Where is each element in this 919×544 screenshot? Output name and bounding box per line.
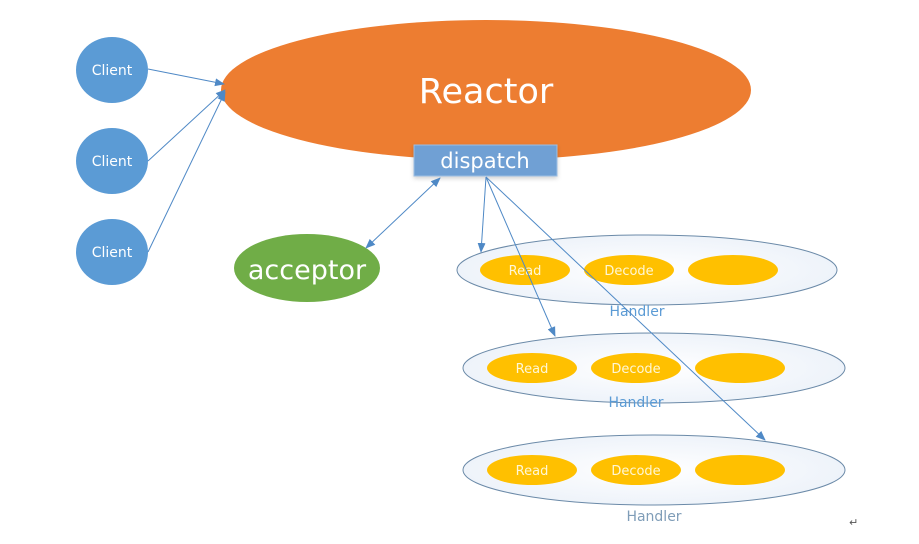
handler-group: Read Decode Handler xyxy=(462,434,846,525)
reactor-label: Reactor xyxy=(419,72,554,112)
step-blank xyxy=(695,455,785,485)
dispatch-to-handler-arrow xyxy=(485,176,766,441)
dispatch-to-handler-arrow xyxy=(485,176,556,337)
step-label: Read xyxy=(509,264,542,279)
step-read xyxy=(487,353,577,383)
client-to-reactor-arrow xyxy=(147,91,226,253)
handler-group: Read Decode Handler xyxy=(456,234,838,320)
paragraph-mark: ↵ xyxy=(849,516,858,529)
step-decode xyxy=(584,255,674,285)
client-to-reactor-arrow xyxy=(147,68,225,87)
client-node: Client xyxy=(76,219,148,285)
step-decode xyxy=(591,455,681,485)
dispatch-to-handler-arrow xyxy=(477,176,487,253)
handler-label: Handler xyxy=(608,395,663,411)
client-node: Client xyxy=(76,128,148,194)
handler-group: Read Decode Handler xyxy=(462,332,846,411)
step-read xyxy=(487,455,577,485)
step-read xyxy=(480,255,570,285)
step-decode xyxy=(591,353,681,383)
step-blank xyxy=(695,353,785,383)
step-label: Decode xyxy=(611,362,660,377)
dispatch-label: dispatch xyxy=(440,149,529,173)
step-label: Decode xyxy=(611,464,660,479)
step-label: Read xyxy=(516,362,549,377)
dispatch-box xyxy=(413,144,558,177)
client-to-reactor-arrow xyxy=(147,89,226,162)
client-label: Client xyxy=(92,154,133,170)
dispatch-acceptor-arrow xyxy=(365,177,441,249)
handler-label: Handler xyxy=(609,304,664,320)
step-blank xyxy=(688,255,778,285)
client-node: Client xyxy=(76,37,148,103)
client-label: Client xyxy=(92,63,133,79)
acceptor-node xyxy=(234,234,380,302)
step-label: Decode xyxy=(604,264,653,279)
reactor-node xyxy=(221,20,751,160)
client-label: Client xyxy=(92,245,133,261)
acceptor-label: acceptor xyxy=(248,255,367,286)
step-label: Read xyxy=(516,464,549,479)
handler-label: Handler xyxy=(626,509,681,525)
